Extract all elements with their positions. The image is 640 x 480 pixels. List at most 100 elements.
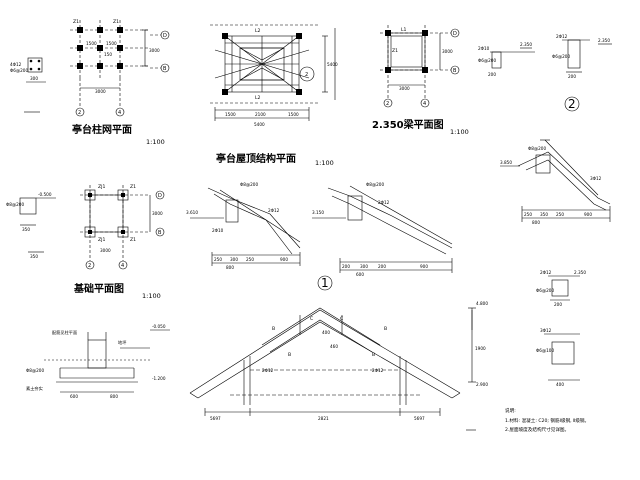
column-grid-dim-3000-v: 3000 bbox=[149, 48, 160, 53]
footing-dim-350: 350 bbox=[22, 227, 30, 232]
roof-section-2 bbox=[500, 139, 611, 222]
footing-section bbox=[44, 329, 170, 393]
section-letter-b-right: B bbox=[384, 326, 387, 332]
foundation-label-z1: Z1 bbox=[130, 184, 136, 190]
column-label-z1: Z1 bbox=[73, 19, 79, 25]
eaves-section-details bbox=[190, 185, 453, 291]
beam-detail2-stirrup: Φ6@200 bbox=[552, 54, 570, 59]
footing-note-riser: 配筋见柱平面 bbox=[52, 329, 77, 336]
column-section-dim-300: 300 bbox=[30, 76, 38, 81]
roof-elev-bar-right: 2Φ12 bbox=[372, 368, 384, 373]
slope2-dim-800: 800 bbox=[532, 220, 540, 225]
column-section-rebar: 4Φ12 bbox=[10, 62, 22, 67]
roof-elev-dim-5697-b: 5697 bbox=[414, 416, 425, 421]
footing-dim-600: 600 bbox=[70, 394, 78, 399]
roof-label-l2-b: L2 bbox=[255, 95, 261, 101]
roof-dim-5400: 5400 bbox=[254, 122, 265, 127]
roof-elev-eave: 2.900 bbox=[476, 382, 488, 387]
section-mark-2-circle: 2 bbox=[568, 97, 576, 111]
roof-elev-top: 4.800 bbox=[476, 301, 488, 306]
axis-2-beam: 2 bbox=[386, 101, 389, 107]
axis-b-beam: B bbox=[453, 68, 457, 74]
section-mark-1-circle: 1 bbox=[321, 276, 329, 290]
eaves1-bar3: 2Φ10 bbox=[212, 228, 224, 233]
foundation-label-zj1: ZJ1 bbox=[98, 184, 106, 190]
beam-plan-title: 2.350梁平面图 bbox=[372, 118, 444, 131]
beam-detail-dim-200: 200 bbox=[488, 72, 496, 77]
eaves1-dim-250-b: 250 bbox=[246, 257, 254, 262]
column-grid-dim-150: 150 bbox=[104, 52, 112, 57]
section-letter-b-right2: B bbox=[372, 352, 375, 358]
axis-2-foundation: 2 bbox=[88, 263, 91, 269]
footing-section-bar: Φ8@200 bbox=[26, 368, 44, 373]
beam-section-details bbox=[490, 39, 612, 112]
eaves2-dim-200: 200 bbox=[342, 264, 350, 269]
footing-elev-0500: -0.500 bbox=[38, 192, 52, 197]
col-detail2-bar: 3Φ12 bbox=[540, 328, 552, 333]
roof-elev-dim-400: 400 bbox=[322, 330, 330, 335]
beam-detail-top-bar: 2Φ10 bbox=[478, 46, 490, 51]
col-detail-stirrup: Φ6@200 bbox=[536, 288, 554, 293]
column-grid-dim-1500: 1500 bbox=[86, 41, 97, 46]
roof-dim-5400-v: 5400 bbox=[327, 62, 338, 67]
beam-detail2-dim: 200 bbox=[568, 74, 576, 79]
roof-dim-2100: 2100 bbox=[255, 112, 266, 117]
eaves1-dim-800: 800 bbox=[226, 265, 234, 270]
notes-heading: 说明: bbox=[505, 407, 516, 414]
eaves1-elev: 3.610 bbox=[186, 210, 198, 215]
beam-dim-3000-v: 3000 bbox=[442, 49, 453, 54]
eaves2-dim-900: 900 bbox=[420, 264, 428, 269]
footing-bar: Φ8@200 bbox=[6, 202, 24, 207]
beam-plan-scale: 1:100 bbox=[450, 128, 469, 136]
footing-note-ground: 地坪 bbox=[118, 339, 126, 346]
eaves2-bar2: 2Φ12 bbox=[378, 200, 390, 205]
eaves2-dim-200-b: 200 bbox=[378, 264, 386, 269]
roof-structure-plan bbox=[210, 24, 336, 121]
footing-elev-0050: -0.050 bbox=[152, 324, 166, 329]
beam-detail2-elev: 2.350 bbox=[598, 38, 610, 43]
eaves1-dim-300: 300 bbox=[230, 257, 238, 262]
eaves2-dim-300: 300 bbox=[360, 264, 368, 269]
col-detail-elev: 2.350 bbox=[574, 270, 586, 275]
foundation-plan bbox=[19, 185, 165, 270]
slope2-dim-900: 900 bbox=[584, 212, 592, 217]
axis-d-foundation: D bbox=[158, 193, 162, 199]
beam-dim-3000: 3000 bbox=[399, 86, 410, 91]
roof-elev-dim-1900: 1900 bbox=[475, 346, 486, 351]
foundation-dim-3000: 3000 bbox=[100, 248, 111, 253]
column-grid-scale: 1:100 bbox=[146, 138, 165, 146]
column-grid-dim-1500-b: 1500 bbox=[106, 41, 117, 46]
footing-dim-350-b: 350 bbox=[30, 254, 38, 259]
section-letter-b-left: B bbox=[272, 326, 275, 332]
roof-dim-1500: 1500 bbox=[225, 112, 236, 117]
slope2-dim-250-b: 250 bbox=[556, 212, 564, 217]
eaves1-bar2: 2Φ12 bbox=[268, 208, 280, 213]
beam-label-l1: L1 bbox=[401, 27, 407, 33]
eaves2-dim-600: 600 bbox=[356, 272, 364, 277]
beam-detail2-bar: 2Φ12 bbox=[556, 34, 568, 39]
eaves2-bar: Φ8@200 bbox=[366, 182, 384, 187]
roof-elev-dim-2821: 2821 bbox=[318, 416, 329, 421]
eaves2-elev: 3.150 bbox=[312, 210, 324, 215]
roof-label-l2: L2 bbox=[255, 28, 261, 34]
column-label-z1-b: Z1 bbox=[113, 19, 119, 25]
column-grid-dim-3000: 3000 bbox=[95, 89, 106, 94]
eaves1-bar: Φ8@200 bbox=[240, 182, 258, 187]
axis-b-foundation: B bbox=[158, 230, 162, 236]
slope2-dim-350: 350 bbox=[540, 212, 548, 217]
beam-detail-elev: 2.350 bbox=[520, 42, 532, 47]
footing-dim-800: 800 bbox=[110, 394, 118, 399]
eaves1-dim-250: 250 bbox=[214, 257, 222, 262]
section-letter-c-left: C bbox=[310, 316, 313, 322]
axis-d-column: D bbox=[163, 33, 167, 39]
section-letter-b-left2: B bbox=[288, 352, 291, 358]
roof-structure-scale: 1:100 bbox=[315, 159, 334, 167]
col-detail-dim: 200 bbox=[554, 302, 562, 307]
footing-elev-1200: -1.200 bbox=[152, 376, 166, 381]
roof-elev-bar-left: 2Φ12 bbox=[262, 368, 274, 373]
beam-label-z1: Z1 bbox=[392, 48, 398, 54]
footing-section-note: 素土夯实 bbox=[26, 385, 43, 392]
axis-4-beam: 4 bbox=[423, 101, 426, 107]
column-grid-plan bbox=[24, 20, 170, 117]
